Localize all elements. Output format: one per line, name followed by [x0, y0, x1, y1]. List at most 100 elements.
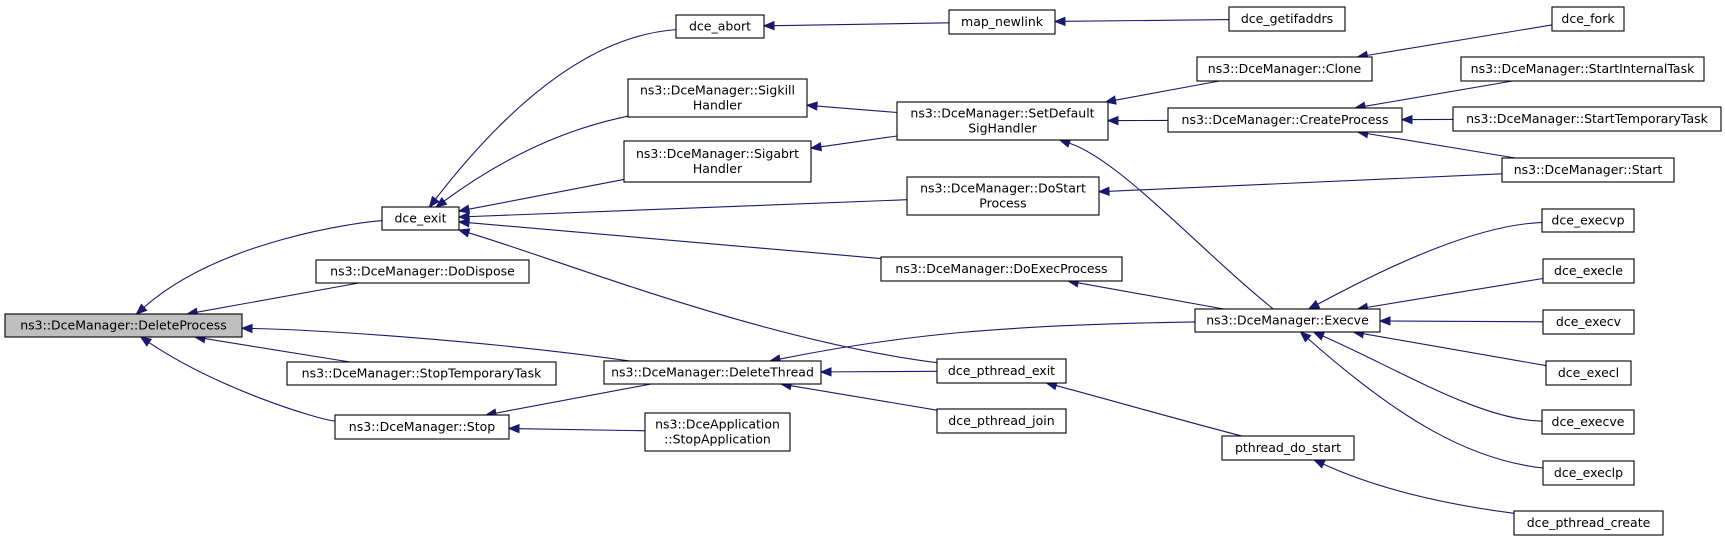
node-box	[906, 176, 1100, 216]
edge-dce_pthread_exit-to-deletethread	[819, 367, 938, 377]
arrowhead-icon	[139, 336, 153, 347]
node-box	[1167, 107, 1403, 133]
node-label: ns3::DceManager::DeleteThread	[611, 365, 814, 380]
node-dodispose[interactable]: ns3::DceManager::DoDispose	[315, 259, 530, 284]
edge-line	[495, 383, 652, 414]
arrowhead-icon	[428, 195, 440, 209]
node-label: dce_execve	[1552, 414, 1625, 429]
edge-dce_execvp-to-execve	[1307, 221, 1543, 310]
node-dce_getifaddrs[interactable]: dce_getifaddrs	[1228, 6, 1346, 32]
node-dce_exit[interactable]: dce_exit	[381, 206, 460, 231]
node-startinternal[interactable]: ns3::DceManager::StartInternalTask	[1460, 56, 1705, 82]
node-box	[1452, 106, 1722, 132]
edge-line	[1364, 80, 1513, 107]
node-label: Handler	[693, 98, 743, 113]
node-deletethread[interactable]: ns3::DceManager::DeleteThread	[603, 360, 822, 385]
node-starttemporary[interactable]: ns3::DceManager::StartTemporaryTask	[1452, 106, 1722, 132]
node-dce_execvp[interactable]: dce_execvp	[1541, 208, 1635, 233]
node-dce_pthread_create[interactable]: dce_pthread_create	[1513, 510, 1664, 536]
node-dce_pthread_exit[interactable]: dce_pthread_exit	[936, 358, 1067, 384]
edge-line	[443, 115, 629, 202]
edge-line	[816, 105, 898, 114]
node-label: dce_pthread_join	[948, 413, 1054, 428]
node-dce_fork[interactable]: dce_fork	[1551, 6, 1625, 32]
node-box	[1551, 6, 1625, 32]
node-box	[1542, 258, 1635, 284]
node-start[interactable]: ns3::DceManager::Start	[1501, 157, 1675, 183]
node-createprocess[interactable]: ns3::DceManager::CreateProcess	[1167, 107, 1403, 133]
arrowhead-icon	[435, 196, 448, 208]
node-dce_pthread_join[interactable]: dce_pthread_join	[936, 408, 1067, 434]
edge-line	[1367, 133, 1516, 159]
node-box	[1501, 157, 1675, 183]
node-label: SigHandler	[968, 121, 1037, 136]
node-box	[1460, 56, 1705, 82]
node-deleteprocess[interactable]: ns3::DceManager::DeleteProcess	[4, 313, 243, 338]
edge-line	[820, 135, 898, 148]
edge-line	[1108, 173, 1503, 192]
node-box	[4, 313, 243, 338]
node-pthread_do_start[interactable]: pthread_do_start	[1221, 435, 1355, 461]
node-dce_execve[interactable]: dce_execve	[1541, 409, 1635, 435]
edges-layer	[135, 16, 1553, 514]
node-clone[interactable]: ns3::DceManager::Clone	[1196, 56, 1373, 82]
node-label: dce_execl	[1558, 365, 1619, 380]
edge-execve-to-doexec	[1066, 278, 1224, 310]
node-box	[880, 256, 1123, 282]
node-stoptemporarytask[interactable]: ns3::DceManager::StopTemporaryTask	[286, 361, 557, 386]
node-dce_abort[interactable]: dce_abort	[675, 14, 765, 39]
node-label: ns3::DceManager::StartInternalTask	[1471, 61, 1695, 76]
edge-dce_execv-to-execve	[1378, 316, 1544, 326]
edge-line	[779, 321, 1196, 360]
node-box	[1541, 208, 1635, 233]
arrowhead-icon	[457, 218, 470, 228]
node-label: dce_exit	[395, 211, 447, 226]
node-stopapplication[interactable]: ns3::DceApplication::StopApplication	[644, 412, 791, 452]
node-box	[896, 101, 1109, 141]
node-label: ns3::DceManager::Execve	[1206, 313, 1369, 328]
node-label: dce_execvp	[1551, 213, 1624, 228]
arrowhead-icon	[1106, 115, 1119, 126]
edge-setdefault-to-sigkill	[805, 101, 898, 114]
node-label: ns3::DceManager::Start	[1514, 162, 1663, 177]
node-label: ns3::DceManager::Sigkill	[640, 83, 795, 98]
node-dce_execlp[interactable]: dce_execlp	[1542, 460, 1635, 486]
edge-dce_pthread_create-to-pthread_do_start	[1313, 459, 1515, 514]
edge-stoptemporarytask-to-deleteprocess	[193, 333, 351, 363]
node-box	[1541, 409, 1635, 435]
edge-line	[1055, 385, 1242, 437]
node-label: dce_execle	[1554, 263, 1623, 278]
arrowhead-icon	[1299, 331, 1312, 343]
node-stop[interactable]: ns3::DceManager::Stop	[334, 414, 510, 440]
edge-start-to-dostart	[1097, 173, 1503, 197]
edge-line	[468, 222, 882, 260]
edge-line	[435, 29, 677, 200]
node-dce_execv[interactable]: dce_execv	[1542, 309, 1635, 335]
node-label: ns3::DceManager::DoStart	[920, 181, 1086, 196]
node-label: ns3::DceManager::DoDispose	[330, 264, 515, 279]
edge-line	[1077, 282, 1224, 310]
edge-doexec-to-dce_exit	[457, 218, 882, 260]
edge-line	[468, 232, 938, 364]
arrowhead-icon	[1097, 186, 1110, 197]
node-label: ::StopApplication	[664, 432, 771, 447]
edge-line	[1317, 221, 1543, 305]
node-dce_execle[interactable]: dce_execle	[1542, 258, 1635, 284]
node-box	[1545, 360, 1632, 386]
node-box	[315, 259, 530, 284]
node-dce_execl[interactable]: dce_execl	[1545, 360, 1632, 386]
node-label: pthread_do_start	[1235, 440, 1341, 455]
node-label: ns3::DceManager::CreateProcess	[1182, 112, 1389, 127]
node-map_newlink[interactable]: map_newlink	[948, 9, 1056, 35]
node-doexec[interactable]: ns3::DceManager::DoExecProcess	[880, 256, 1123, 282]
edge-dce_fork-to-clone	[1356, 24, 1553, 60]
node-label: ns3::DceManager::SetDefault	[910, 106, 1094, 121]
arrowhead-icon	[1053, 16, 1066, 27]
edge-line	[1307, 338, 1544, 469]
node-execve[interactable]: ns3::DceManager::Execve	[1194, 308, 1381, 333]
edge-dce_exit-to-deleteprocess	[135, 220, 383, 315]
